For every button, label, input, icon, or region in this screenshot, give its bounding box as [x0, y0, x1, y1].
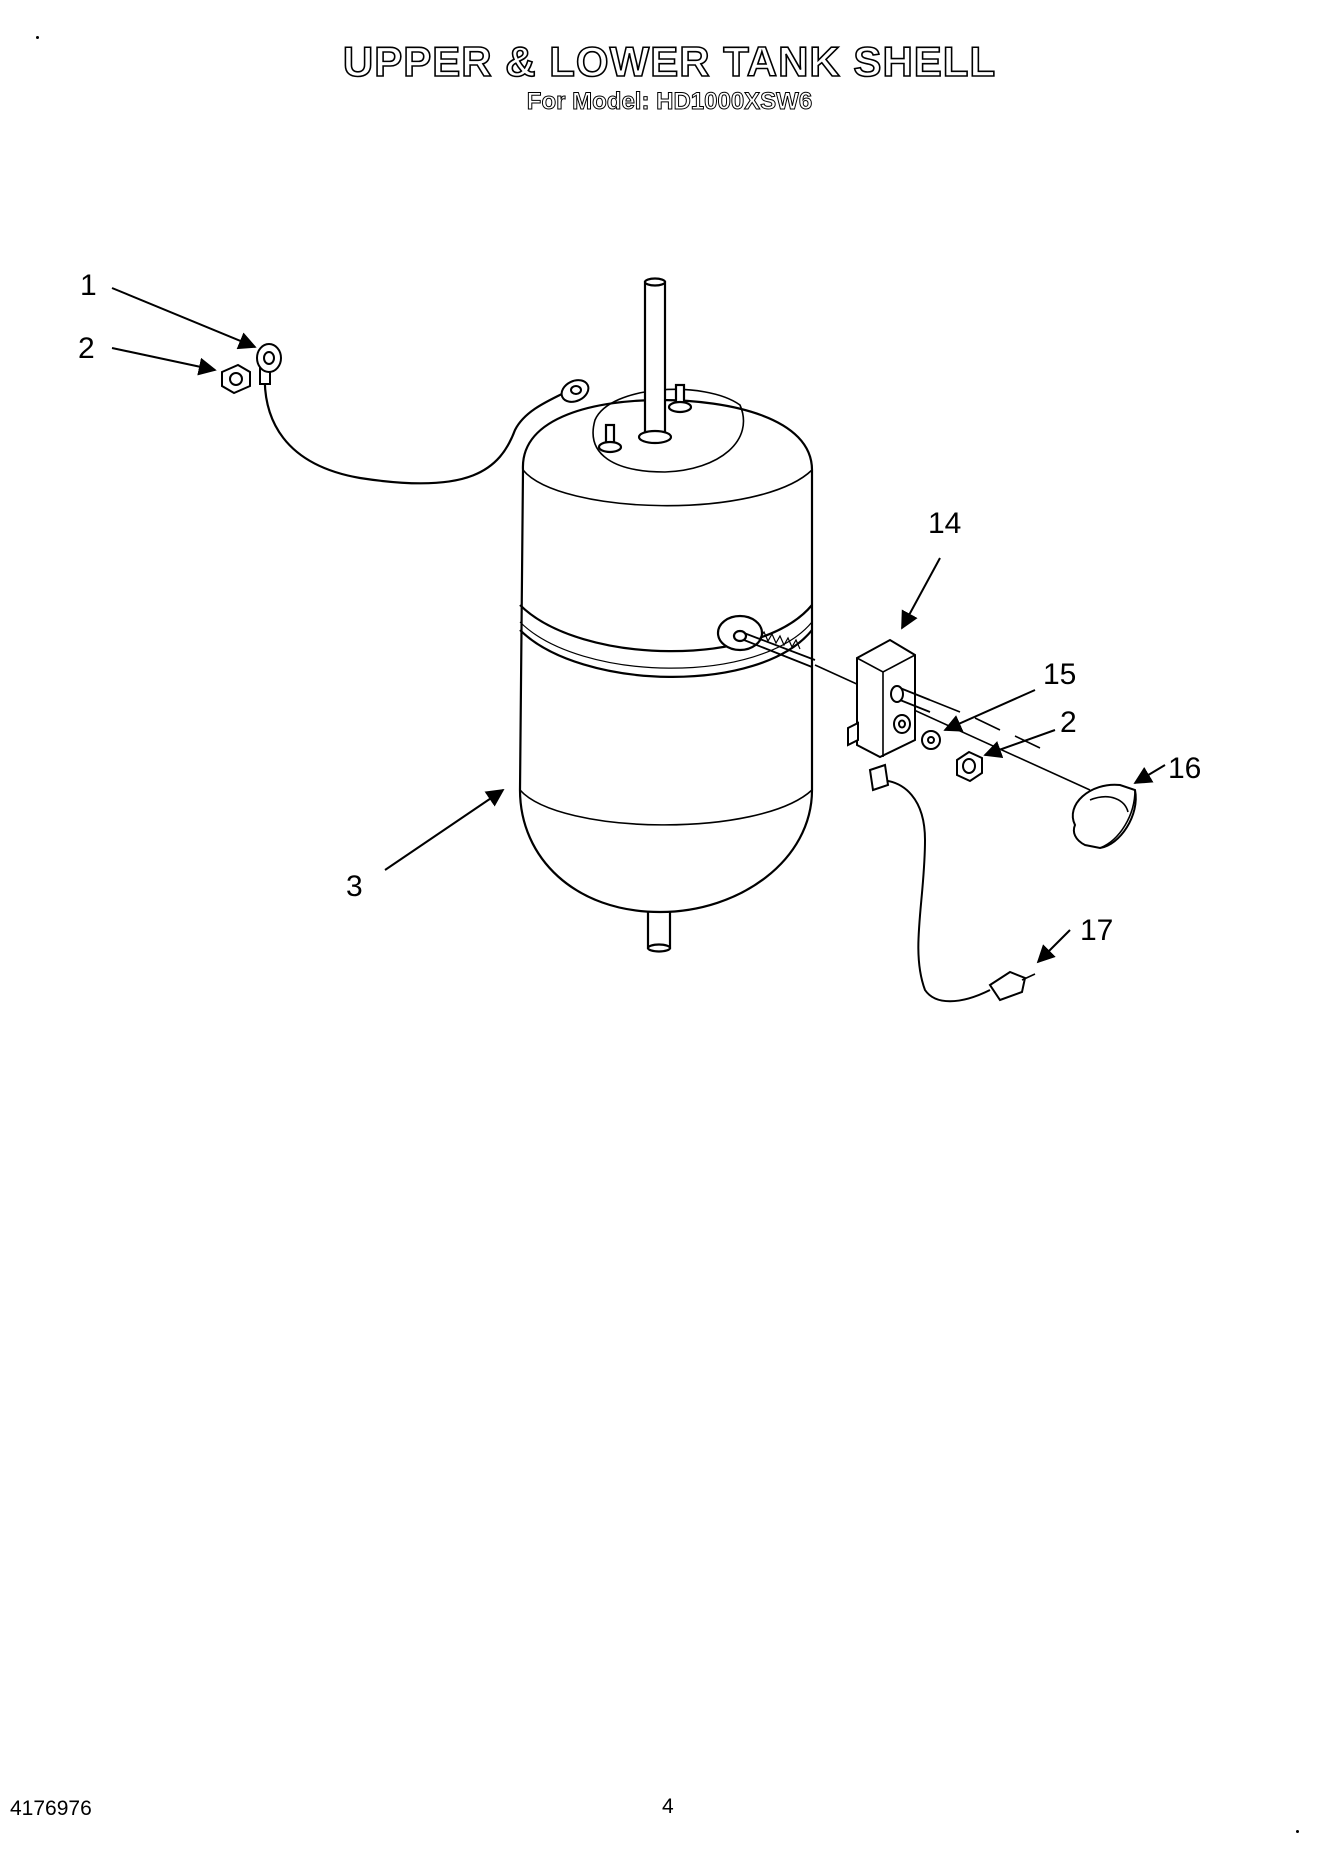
callout-2-right: 2 — [1060, 706, 1077, 739]
tank-body — [518, 398, 814, 914]
leader-14 — [901, 557, 941, 630]
leader-2-right — [983, 729, 1056, 759]
leader-16 — [1133, 764, 1166, 784]
callout-17: 17 — [1080, 914, 1113, 947]
bottom-outlet-pipe — [646, 908, 672, 950]
callout-2-left: 2 — [78, 332, 95, 365]
hex-nut-right — [956, 750, 983, 783]
callout-16: 16 — [1168, 752, 1201, 785]
page-number: 4 — [662, 1795, 674, 1818]
top-inlet-pipe — [643, 280, 667, 439]
callout-15: 15 — [1043, 658, 1076, 691]
page-title: UPPER & LOWER TANK SHELL — [342, 37, 997, 86]
model-subtitle: For Model: HD1000XSW6 — [526, 88, 813, 116]
leader-15 — [943, 689, 1036, 732]
ground-wire-assembly — [221, 343, 590, 485]
leader-3 — [384, 788, 505, 871]
callout-3: 3 — [346, 870, 363, 903]
thermostat-wire — [877, 779, 991, 1003]
thermostat-assembly — [814, 638, 1137, 1003]
leader-arrows — [111, 287, 1166, 964]
corner-dot-bottom-right — [1296, 1830, 1299, 1833]
callout-1: 1 — [80, 269, 97, 302]
leader-2-left — [111, 347, 217, 376]
document-number: 4176976 — [10, 1797, 92, 1820]
callout-14: 14 — [928, 507, 961, 540]
leader-17 — [1036, 929, 1071, 964]
lock-washer — [921, 730, 941, 750]
thermostat-box — [856, 638, 916, 759]
hex-nut-left — [221, 363, 251, 395]
leader-1 — [111, 287, 257, 350]
corner-dot-top-left — [36, 36, 39, 39]
thermostat-knob — [1071, 783, 1137, 850]
wire-connector — [988, 970, 1027, 1002]
tank-shell — [518, 277, 816, 953]
